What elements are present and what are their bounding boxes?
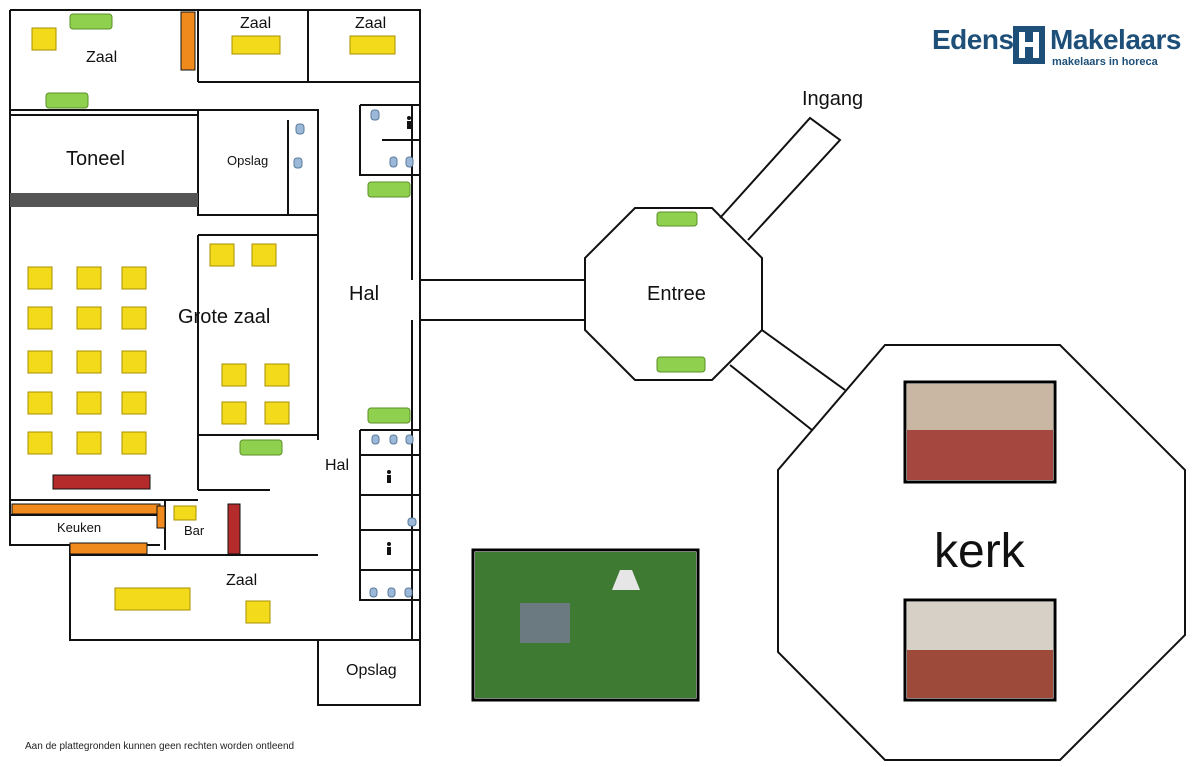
logo-word-edens: Edens: [932, 24, 1014, 55]
sofas: [45, 13, 706, 456]
stage-bar: [10, 193, 198, 207]
room-label-entree: Entree: [647, 283, 706, 305]
room-label-opslag-top: Opslag: [227, 153, 269, 168]
room-label-toneel: Toneel: [66, 148, 125, 170]
room-label-hal-lower: Hal: [325, 457, 350, 474]
photo-fills: [475, 384, 1053, 698]
person-icons: [387, 116, 411, 555]
tables: [27, 27, 396, 624]
logo-tagline: makelaars in horeca: [1052, 56, 1158, 68]
counters: [11, 11, 241, 555]
room-label-zaal-top3: Zaal: [355, 15, 387, 32]
room-label-zaal-bottom: Zaal: [226, 572, 258, 589]
room-label-keuken: Keuken: [57, 520, 102, 535]
logo-word-makelaars: Makelaars: [1050, 24, 1181, 55]
room-label-zaal-topleft: Zaal: [86, 49, 118, 66]
toilets: [293, 109, 417, 598]
room-label-hal-upper: Hal: [349, 283, 380, 305]
house-h-icon: [1013, 26, 1045, 64]
disclaimer-text: Aan de plattegronden kunnen geen rechten…: [25, 741, 295, 752]
room-label-opslag-bottom: Opslag: [346, 662, 397, 679]
company-logo: Edens Makelaars makelaars in horeca: [932, 22, 1181, 72]
room-label-zaal-top2: Zaal: [240, 15, 272, 32]
room-label-ingang: Ingang: [802, 88, 864, 110]
kerk-photos-frames: [471, 380, 1057, 702]
room-label-grote-zaal: Grote zaal: [178, 306, 271, 328]
room-label-bar: Bar: [184, 523, 205, 538]
room-label-kerk: kerk: [934, 525, 1025, 578]
